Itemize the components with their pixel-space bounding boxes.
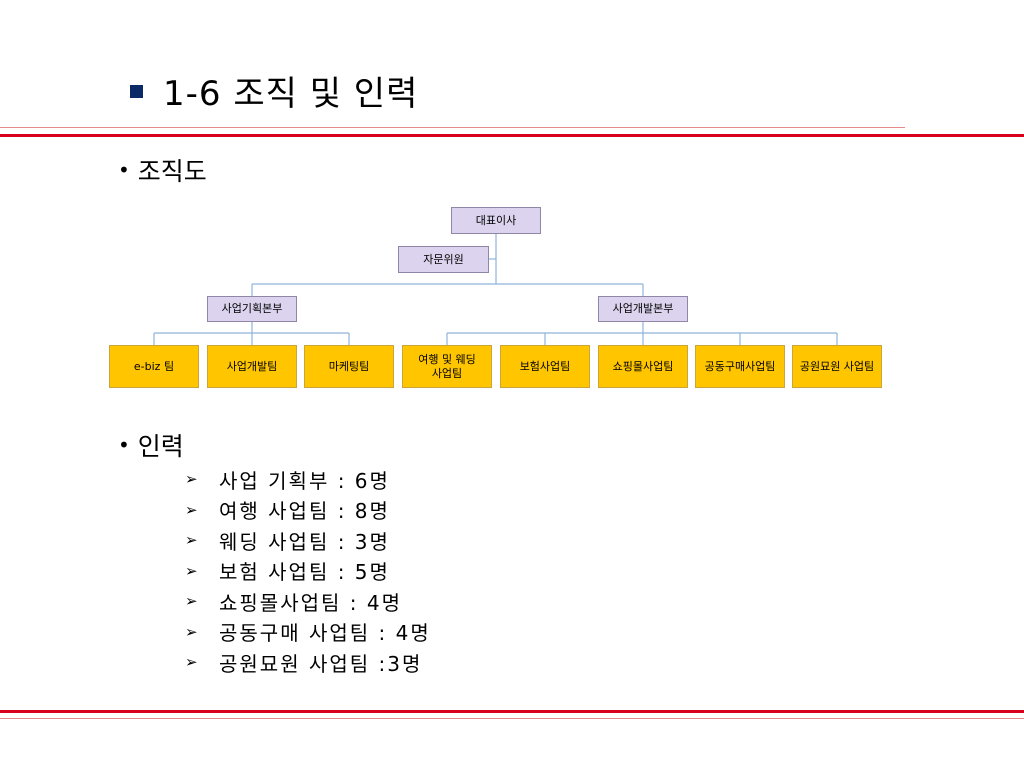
org-box-division-development: 사업개발본부 (598, 296, 688, 322)
list-item: ➢웨딩 사업팀 : 3명 (185, 529, 390, 554)
org-box-division-planning: 사업기획본부 (207, 296, 297, 322)
title-text: 1-6 조직 및 인력 (163, 73, 419, 114)
arrow-bullet-icon: ➢ (185, 592, 198, 611)
arrow-bullet-icon: ➢ (185, 622, 198, 641)
org-box-team-memorialpark: 공원묘원 사업팀 (792, 345, 882, 388)
org-box-team-ebiz: e-biz 팀 (109, 345, 199, 388)
list-item: ➢여행 사업팀 : 8명 (185, 499, 390, 524)
arrow-bullet-icon: ➢ (185, 500, 198, 519)
top-rule-thin (0, 127, 905, 128)
arrow-bullet-icon: ➢ (185, 561, 198, 580)
section-org-label: 조직도 (137, 157, 207, 186)
section-staff-label: 인력 (137, 432, 184, 461)
org-box-team-insurance: 보험사업팀 (500, 345, 590, 388)
section-org-heading: • 조직도 (118, 152, 207, 188)
arrow-bullet-icon: ➢ (185, 531, 198, 550)
org-box-advisor: 자문위원 (398, 246, 489, 273)
arrow-bullet-icon: ➢ (185, 470, 198, 489)
bullet-icon: • (118, 433, 130, 457)
org-box-ceo: 대표이사 (451, 207, 541, 234)
arrow-bullet-icon: ➢ (185, 653, 198, 672)
org-box-team-bizdev: 사업개발팀 (207, 345, 297, 388)
org-box-team-travel-wedding: 여행 및 웨딩 사업팀 (402, 345, 492, 388)
bottom-rule-thick (0, 710, 1024, 713)
org-box-team-marketing: 마케팅팀 (304, 345, 394, 388)
list-item: ➢사업 기획부 : 6명 (185, 468, 390, 493)
bullet-icon: • (118, 158, 130, 182)
slide-title: 1-6 조직 및 인력 (130, 66, 418, 114)
staff-list: ➢사업 기획부 : 6명 ➢여행 사업팀 : 8명 ➢웨딩 사업팀 : 3명 ➢… (185, 464, 431, 678)
list-item: ➢공원묘원 사업팀 :3명 (185, 651, 423, 676)
top-rule-thick (0, 134, 1024, 137)
bottom-rule-thin (0, 718, 1024, 719)
org-box-team-shoppingmall: 쇼핑몰사업팀 (598, 345, 688, 388)
org-chart-connectors (153, 233, 838, 345)
org-box-team-groupbuy: 공동구매사업팀 (695, 345, 785, 388)
list-item: ➢보험 사업팀 : 5명 (185, 560, 390, 585)
section-staff-heading: • 인력 (118, 427, 184, 463)
square-bullet-icon (130, 84, 143, 98)
list-item: ➢쇼핑몰사업팀 : 4명 (185, 590, 402, 615)
list-item: ➢공동구매 사업팀 : 4명 (185, 621, 431, 646)
